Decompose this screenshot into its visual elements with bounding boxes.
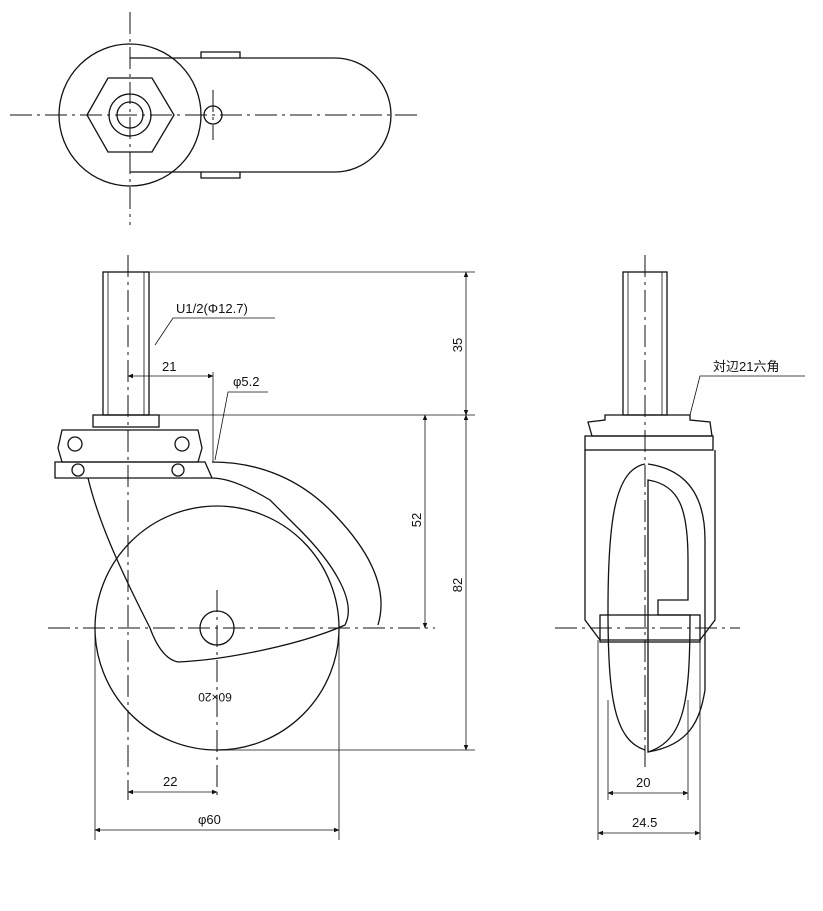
side-fork-body (584, 450, 716, 641)
bearing-ball (71, 463, 85, 477)
height-52-label: 52 (409, 513, 424, 527)
bearing-ball (174, 436, 190, 452)
side-wheel-outline-right (647, 463, 706, 753)
top-bracket-tabs (200, 51, 241, 179)
wheel-size-label: 60×20 (198, 690, 232, 704)
side-axle (599, 614, 701, 643)
top-view (10, 12, 420, 225)
offset-bottom-label: 22 (163, 774, 177, 789)
hex-leader (689, 375, 805, 416)
side-swivel-plate (584, 435, 714, 451)
top-swivel-plate-outline (130, 57, 392, 173)
wheel-diameter-label: φ60 (198, 812, 221, 827)
offset-top-label: 21 (162, 359, 176, 374)
height-stem-label: 35 (450, 338, 465, 352)
hex-note-label: 対辺21六角 (713, 359, 779, 374)
wheel-section-hatch (647, 479, 691, 753)
height-82-label: 82 (450, 578, 465, 592)
fork-outer-edge (211, 461, 382, 626)
thread-label: U1/2(Φ12.7) (176, 301, 248, 316)
hex-nut (92, 414, 160, 428)
total-width-label: 24.5 (632, 815, 657, 830)
bearing-ball (171, 463, 185, 477)
thread-leader (154, 317, 275, 346)
hole-leader (214, 391, 268, 461)
side-hex-nut (587, 414, 713, 437)
bearing-ball (67, 436, 83, 452)
side-view: 対辺21六角 20 24.5 (555, 255, 805, 840)
fork-bracket (87, 477, 349, 663)
tread-width-label: 20 (636, 775, 650, 790)
threaded-stem (102, 271, 150, 416)
front-view: U1/2(Φ12.7) 21 φ5.2 35 52 82 60×20 22 φ6… (48, 255, 475, 840)
swivel-plate (57, 429, 203, 463)
side-wheel-outline-left (607, 463, 646, 751)
hole-diameter-label: φ5.2 (233, 374, 260, 389)
top-hex-nut (86, 77, 175, 153)
